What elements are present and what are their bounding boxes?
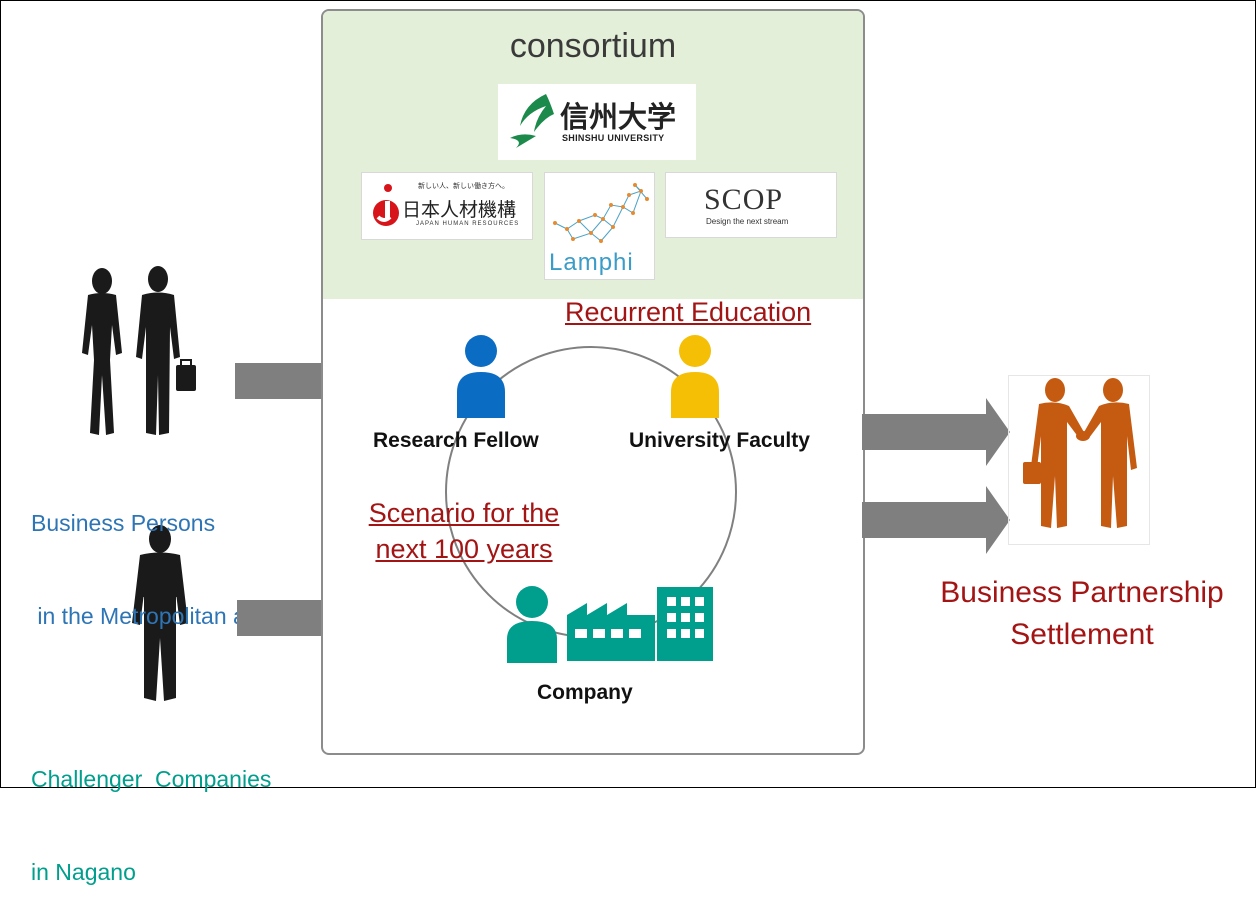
- jhr-name-en: JAPAN HUMAN RESOURCES: [416, 221, 520, 227]
- scop-name: SCOP: [704, 183, 784, 216]
- challenger-companies-label: Challenger Companies in Nagano: [31, 702, 271, 919]
- arrow-right-icon: [862, 398, 1010, 466]
- arrow-right-icon: [862, 486, 1010, 554]
- challenger-silhouette-icon: [132, 525, 188, 701]
- lamphi-name: Lamphi: [549, 249, 634, 276]
- jhr-mark-icon: [373, 184, 399, 226]
- research-fellow-label: Research Fellow: [373, 429, 539, 452]
- scenario-label: Scenario for the next 100 years: [359, 495, 569, 567]
- japan-human-resources-logo: 新しい人、新しい働き方へ。 日本人材機構 JAPAN HUMAN RESOURC…: [361, 172, 533, 240]
- scop-logo: SCOP Design the next stream: [665, 172, 837, 238]
- challenger-companies-label-line2: in Nagano: [31, 859, 136, 885]
- shinshu-university-logo: 信州大学 SHINSHU UNIVERSITY: [498, 84, 696, 160]
- scop-tagline: Design the next stream: [706, 217, 789, 226]
- shinshu-name-en: SHINSHU UNIVERSITY: [562, 133, 665, 143]
- factory-icon: [567, 603, 655, 661]
- research-fellow-person-icon: [457, 335, 505, 418]
- consortium-title: consortium: [509, 27, 677, 65]
- shinshu-name-jp: 信州大学: [560, 100, 677, 134]
- scenario-label-line1: Scenario for the: [368, 498, 560, 528]
- diagram-frame: [0, 0, 1256, 788]
- business-partnership-line2: Settlement: [1010, 618, 1154, 651]
- business-partnership-line1: Business Partnership: [940, 576, 1224, 609]
- lamphi-logo: Lamphi: [544, 172, 655, 280]
- office-building-icon: [657, 587, 713, 661]
- challenger-companies-label-line1: Challenger Companies: [31, 766, 272, 792]
- university-faculty-person-icon: [671, 335, 719, 418]
- recurrent-education-label: Recurrent Education: [565, 297, 812, 327]
- university-faculty-label: University Faculty: [629, 429, 810, 452]
- lamphi-network-icon: [553, 183, 649, 243]
- business-partnership-label: Business Partnership Settlement: [922, 572, 1242, 656]
- consortium-box: consortium 信州大学 SHINSHU UNIVERSITY 新しい人、…: [321, 9, 865, 755]
- scenario-label-line2: next 100 years: [375, 534, 553, 564]
- shinshu-leaf-icon: [510, 94, 554, 148]
- business-persons-silhouette-icon: [82, 266, 196, 435]
- jhr-name-jp: 日本人材機構: [402, 199, 517, 221]
- jhr-tagline: 新しい人、新しい働き方へ。: [418, 182, 509, 190]
- business-persons-label-line1: Business Persons: [31, 510, 216, 536]
- company-person-icon: [507, 586, 557, 663]
- handshake-silhouette-icon: [1008, 375, 1150, 545]
- company-label: Company: [537, 681, 633, 704]
